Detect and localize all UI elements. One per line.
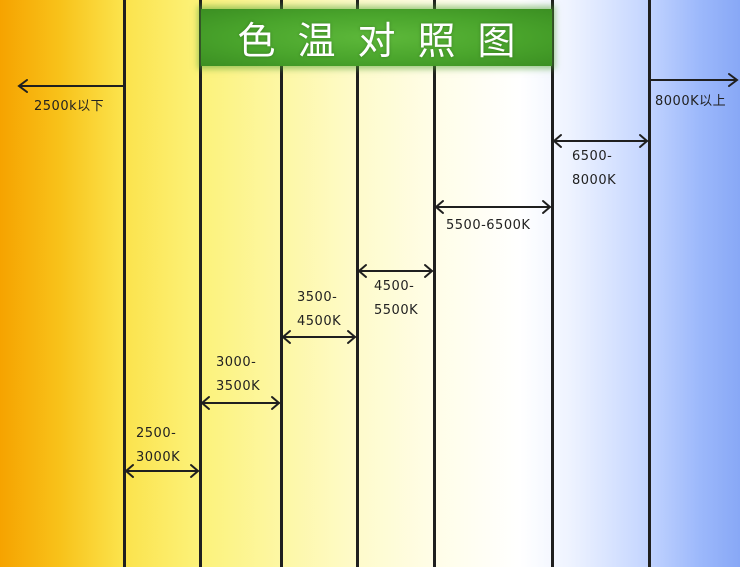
range-label-line: 2500k以下 — [34, 99, 105, 114]
range-label-line: 8000K以上 — [655, 94, 727, 109]
divider-line — [648, 0, 651, 567]
range-label-4500-5500: 4500- 5500K — [374, 275, 418, 323]
range-arrow-5500-6500 — [434, 200, 552, 214]
divider-line — [199, 0, 202, 567]
range-label-line: 5500-6500K — [446, 218, 531, 233]
range-label-below-2500: 2500k以下 — [34, 95, 104, 119]
title-banner — [201, 9, 552, 66]
range-arrow-3500-4500 — [281, 330, 357, 344]
range-arrow-above-8000 — [648, 73, 739, 87]
range-arrow-below-2500 — [17, 79, 125, 93]
divider-line — [123, 0, 126, 567]
range-arrow-3000-3500 — [200, 396, 281, 410]
range-label-line: 3500K — [216, 379, 261, 394]
range-arrow-4500-5500 — [357, 264, 434, 278]
range-label-line: 8000K — [572, 173, 617, 188]
range-label-3000-3500: 3000- 3500K — [216, 351, 260, 399]
range-label-line: 4500K — [297, 314, 342, 329]
range-label-2500-3000: 2500- 3000K — [136, 422, 180, 470]
range-arrow-2500-3000 — [124, 464, 200, 478]
range-label-6500-8000: 6500- 8000K — [572, 145, 616, 193]
divider-line — [551, 0, 554, 567]
divider-line — [356, 0, 359, 567]
range-label-line: 4500- — [374, 279, 415, 294]
range-label-line: 5500K — [374, 303, 419, 318]
range-arrow-6500-8000 — [552, 134, 649, 148]
range-label-line: 3000K — [136, 450, 181, 465]
range-label-line: 3500- — [297, 290, 338, 305]
range-label-5500-6500: 5500-6500K — [446, 214, 530, 238]
divider-line — [433, 0, 436, 567]
chart-title: 色温对照图 — [237, 19, 538, 63]
range-label-line: 6500- — [572, 149, 613, 164]
range-label-above-8000: 8000K以上 — [655, 90, 726, 114]
range-label-line: 3000- — [216, 355, 257, 370]
range-label-line: 2500- — [136, 426, 177, 441]
range-label-3500-4500: 3500- 4500K — [297, 286, 341, 334]
divider-line — [280, 0, 283, 567]
